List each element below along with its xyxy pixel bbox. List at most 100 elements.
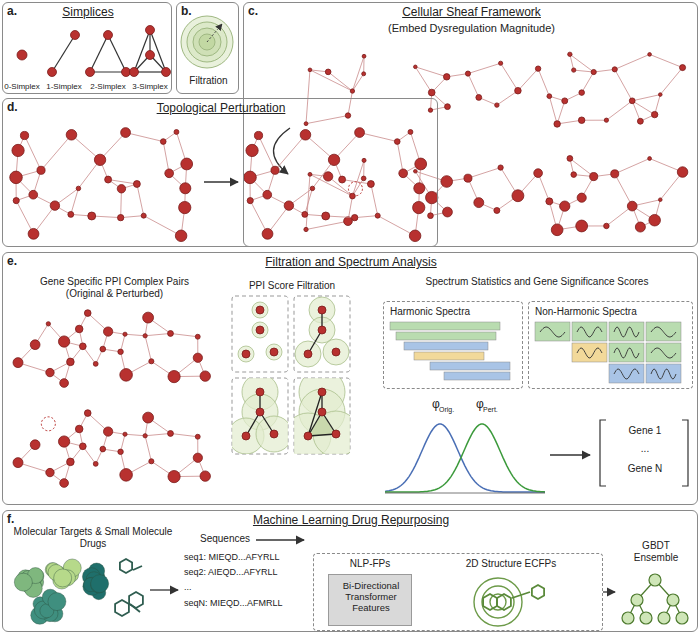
network-node xyxy=(193,453,202,462)
network-node xyxy=(146,26,155,35)
protein-blob xyxy=(91,575,109,593)
line-stroke xyxy=(594,69,615,72)
network-node xyxy=(263,190,272,199)
network-node xyxy=(193,353,202,362)
network-node xyxy=(71,31,80,40)
network-node xyxy=(270,348,278,356)
filtration-group xyxy=(232,378,288,454)
protein-blob xyxy=(54,569,72,587)
label-text: Spectrum Statistics and Gene Significanc… xyxy=(382,276,692,288)
network-node xyxy=(121,128,131,138)
panel-box: d.Topological Perturbation xyxy=(2,98,438,247)
line-stroke xyxy=(306,116,348,124)
node-text: (Embed Dysregulation Magnitude) xyxy=(244,22,699,35)
network-node xyxy=(362,54,366,58)
network-node xyxy=(362,72,366,76)
network-node xyxy=(143,334,147,338)
network-node xyxy=(318,408,326,416)
label-text: PPI Score Filtration xyxy=(232,280,352,292)
network-node xyxy=(560,201,570,211)
network-node xyxy=(304,350,312,358)
filtration-box xyxy=(232,296,288,372)
node-text: 2D Structure ECFPs xyxy=(426,558,596,570)
network-node xyxy=(300,130,311,141)
network-node xyxy=(60,379,69,388)
network-node xyxy=(658,93,662,97)
line-stroke xyxy=(512,592,530,598)
network-node xyxy=(302,211,308,217)
line-stroke xyxy=(574,70,594,72)
network-node xyxy=(149,459,154,464)
label-text: Pert. xyxy=(483,406,513,414)
network-node xyxy=(100,446,106,452)
network-node xyxy=(562,98,568,104)
molecule-ring xyxy=(532,585,544,599)
network-node xyxy=(118,449,123,454)
network-node xyxy=(67,458,75,466)
network-node xyxy=(13,458,23,468)
network-node xyxy=(29,190,38,199)
node-text: Cellular Sheaf Framework xyxy=(244,6,699,20)
network-node xyxy=(146,51,155,60)
network-node xyxy=(105,176,112,183)
network-node xyxy=(195,334,200,339)
bracket xyxy=(682,420,688,486)
network-node xyxy=(465,71,470,76)
network-node xyxy=(181,158,193,170)
line-stroke xyxy=(582,120,607,121)
line-stroke xyxy=(360,133,398,142)
filtration-ball xyxy=(295,341,321,367)
label-text: 3-Simplex xyxy=(129,82,171,91)
line-stroke xyxy=(328,72,352,91)
line-stroke xyxy=(570,158,594,176)
filtration-ball xyxy=(256,416,288,452)
network-node xyxy=(100,346,106,352)
network-node xyxy=(355,128,365,138)
network-node xyxy=(10,171,23,184)
network-node xyxy=(174,130,179,135)
panel-box: b.Filtration xyxy=(176,2,239,94)
panel-letter: b. xyxy=(181,5,201,19)
network-node xyxy=(46,322,50,326)
network-node xyxy=(394,139,400,145)
line-stroke xyxy=(163,142,169,174)
line-stroke xyxy=(660,68,682,95)
filtration-ball xyxy=(323,339,349,365)
network-node xyxy=(535,66,540,71)
tree-node xyxy=(658,612,670,624)
node-text: Machine Learning Drug Repurposing xyxy=(3,514,699,528)
spectrum-tile xyxy=(572,343,607,362)
line-stroke xyxy=(378,216,415,236)
line-stroke xyxy=(549,96,557,124)
line-stroke xyxy=(306,70,310,124)
network-node xyxy=(375,213,380,218)
line-stroke xyxy=(615,159,650,174)
network-node xyxy=(413,201,425,213)
label-text: seqN: MIEQD...AFMRLL xyxy=(184,598,310,608)
wave xyxy=(614,369,639,379)
network-node xyxy=(37,166,45,174)
label-text: Molecular Targets & Small Molecule Drugs xyxy=(8,526,178,549)
network-node xyxy=(512,190,524,202)
node-text: GBDT Ensemble xyxy=(623,540,689,563)
network-node xyxy=(88,212,96,220)
network-node xyxy=(577,193,586,202)
network-node xyxy=(68,211,74,217)
network-node xyxy=(318,388,326,396)
line-stroke xyxy=(90,35,108,72)
line-stroke xyxy=(275,135,305,171)
network-node xyxy=(361,176,366,181)
network-node xyxy=(579,90,585,96)
line-stroke xyxy=(125,434,145,436)
molecule-ring xyxy=(115,600,129,616)
network-node xyxy=(30,440,40,450)
label-text: 0-Simplex xyxy=(1,82,43,91)
network-node xyxy=(141,213,146,218)
network-node xyxy=(635,222,645,232)
label-text: Orig. xyxy=(439,406,469,414)
network-node xyxy=(464,174,472,182)
wave xyxy=(651,327,676,337)
network-node xyxy=(443,207,453,217)
spectrum-tile xyxy=(609,322,644,341)
wave xyxy=(540,327,565,337)
